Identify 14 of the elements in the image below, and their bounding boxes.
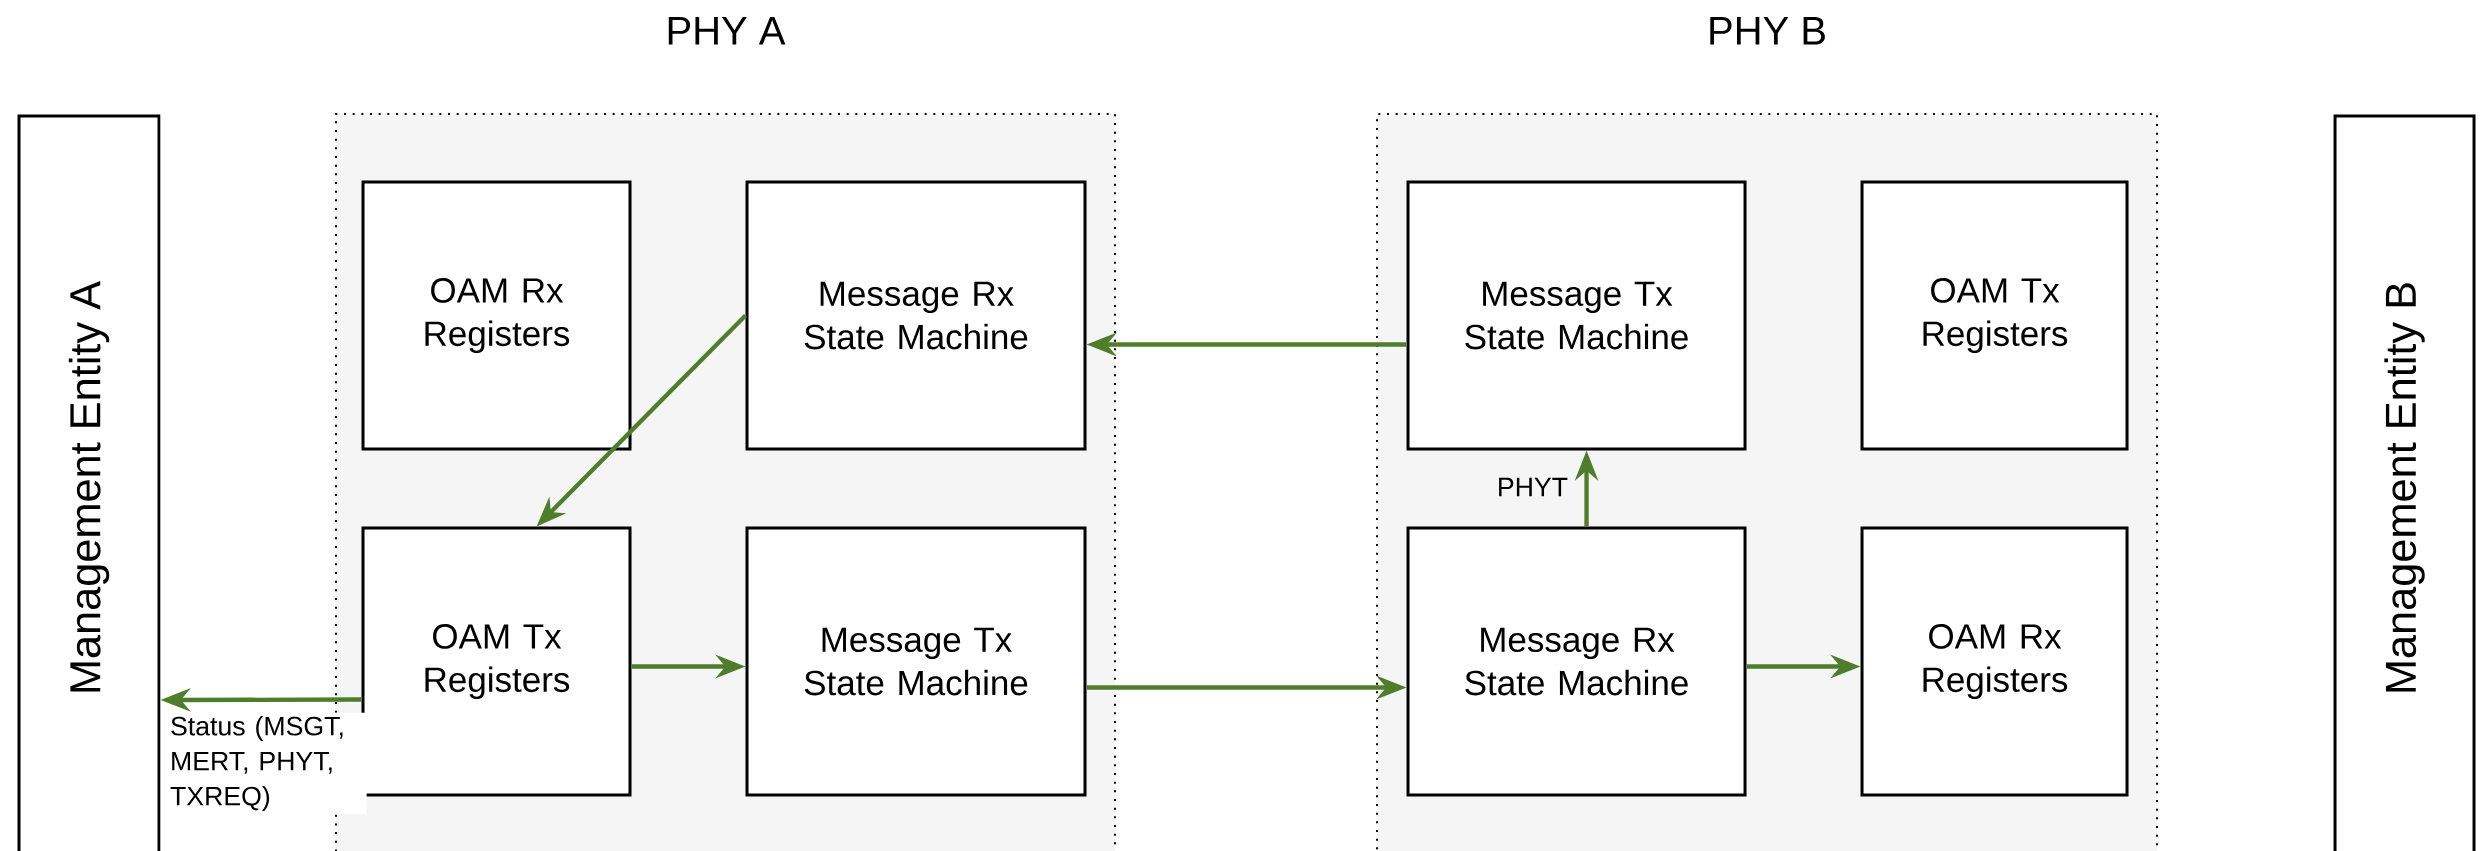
edge-label: PHYT <box>1493 474 1572 500</box>
entity-box: Management Entity A <box>17 114 161 851</box>
entity-box: Management Entity B <box>2333 114 2476 851</box>
process-box: OAM Rx Registers <box>1860 526 2129 797</box>
process-box: Message Tx State Machine <box>745 526 1087 797</box>
process-box: OAM Rx Registers <box>361 180 632 451</box>
process-box: OAM Tx Registers <box>1860 180 2129 451</box>
process-box: Message Rx State Machine <box>1406 526 1747 797</box>
process-box: Message Tx State Machine <box>1406 180 1747 451</box>
process-box: OAM Tx Registers <box>361 526 632 797</box>
node-label: PHY B <box>1710 17 1825 45</box>
process-box: Message Rx State Machine <box>745 180 1087 451</box>
node-label: PHY A <box>668 17 786 45</box>
edge-label: Status (MSGT, MERT, PHYT, TXREQ) <box>166 712 367 815</box>
